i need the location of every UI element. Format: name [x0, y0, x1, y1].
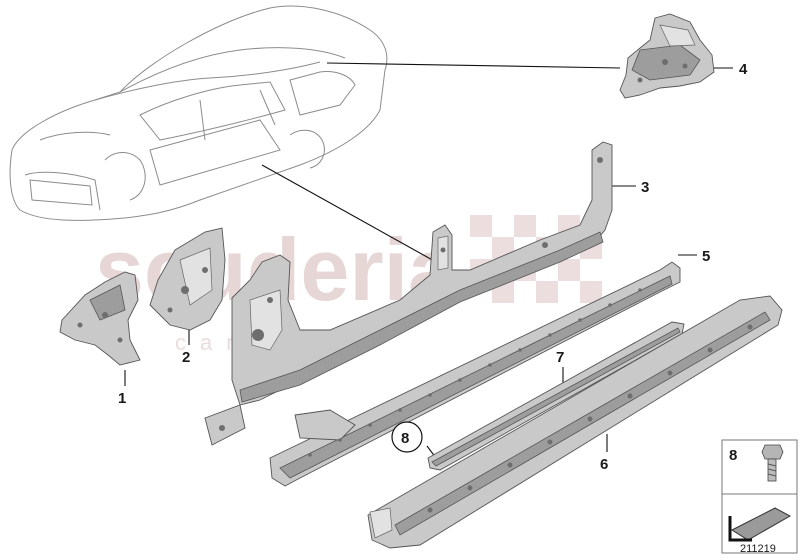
- legend-callout-8: 8: [729, 447, 737, 464]
- leader-4: [326, 62, 621, 69]
- legend-box: 8: [721, 439, 798, 554]
- screw-icon: [761, 444, 784, 482]
- callout-2[interactable]: 2: [182, 349, 190, 366]
- part-7-rail[interactable]: [427, 321, 685, 471]
- callout-3[interactable]: 3: [641, 179, 649, 196]
- car-outline: [9, 5, 388, 221]
- diagram-number: 211219: [740, 543, 776, 555]
- arrow-icon: [728, 507, 792, 542]
- part-4-bracket[interactable]: [619, 13, 715, 99]
- part-5-sill-rail[interactable]: [269, 261, 681, 487]
- callout-5[interactable]: 5: [702, 248, 710, 265]
- part-3-side-frame[interactable]: [204, 141, 613, 446]
- callout-8-circle: [391, 421, 423, 453]
- callout-4[interactable]: 4: [739, 61, 748, 78]
- callout-1[interactable]: 1: [118, 390, 126, 407]
- callout-6[interactable]: 6: [600, 456, 608, 473]
- leader-3-car: [261, 164, 437, 263]
- callout-8[interactable]: 8: [401, 430, 409, 447]
- callout-7[interactable]: 7: [556, 349, 564, 366]
- part-2-pillar[interactable]: [149, 227, 226, 331]
- part-6-lower-sill[interactable]: [367, 295, 783, 549]
- leader-lines: [124, 62, 733, 459]
- part-1-bracket[interactable]: [59, 271, 141, 366]
